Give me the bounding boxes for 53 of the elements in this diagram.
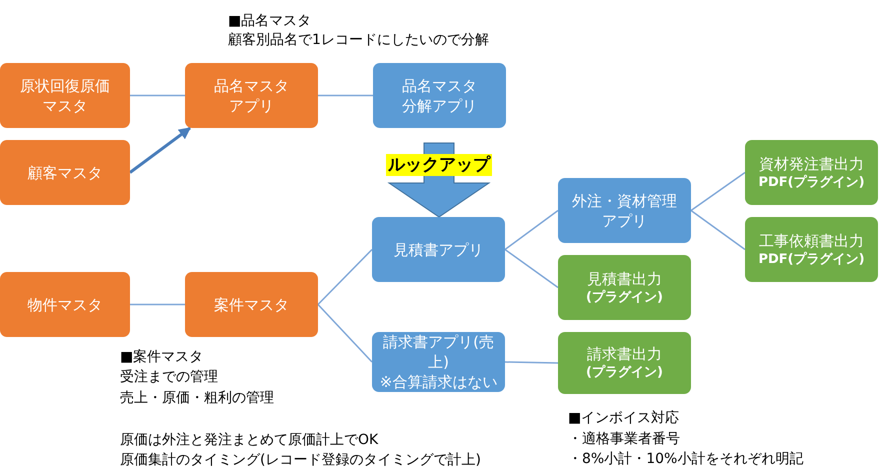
node-label: 請求書出力 (587, 344, 662, 364)
node-label: 外注・資材管理アプリ (572, 190, 677, 230)
output-box (558, 332, 691, 394)
output-box (745, 140, 878, 205)
node-label: PDF(プラグイン) (758, 250, 865, 268)
note-text: 受注までの管理 (120, 368, 218, 386)
node-label: 資材発注書出力 (759, 154, 864, 174)
connector-line (690, 172, 746, 212)
node-label: 品名マスタアプリ (214, 76, 289, 116)
node-label: 案件マスタ (214, 294, 289, 314)
note-text: 売上・原価・粗利の管理 (120, 389, 274, 407)
note-heading: ■案件マスタ (120, 348, 204, 366)
master-box (0, 140, 130, 205)
connector-line (504, 361, 558, 364)
output-box (745, 217, 878, 282)
node-label: 請求書アプリ(売上) (382, 332, 495, 372)
connector-line (690, 210, 746, 250)
note-text: 顧客別品名で1レコードにしたいので分解 (228, 31, 489, 49)
connector-line (130, 94, 185, 96)
output-box (558, 255, 691, 320)
connector-line (130, 304, 185, 306)
connector-line (504, 210, 558, 250)
note-text: 原価は外注と発注まとめて原価計上でOK (120, 431, 378, 449)
node-label: ※合算請求はない (380, 372, 498, 392)
app-box (372, 217, 505, 282)
note-text: ・適格事業者番号 (568, 430, 680, 448)
node-label: (プラグイン) (586, 288, 663, 306)
arrow (129, 126, 191, 174)
node-label: 品名マスタ分解アプリ (402, 76, 477, 116)
connector-line (318, 94, 373, 96)
node-label: 原状回復原価マスタ (20, 76, 110, 116)
master-box (185, 63, 318, 128)
master-box (0, 272, 130, 337)
app-box (558, 178, 691, 243)
node-label: (プラグイン) (586, 364, 663, 382)
edge-label: ルックアップ (386, 154, 492, 176)
node-label: 見積書アプリ (394, 240, 484, 260)
node-label: 工事依頼書出力 (759, 230, 864, 250)
note-heading: ■インボイス対応 (568, 409, 680, 427)
connector-line (504, 248, 558, 288)
connector-line (317, 248, 373, 306)
note-text: 原価集計のタイミング(レコード登録のタイミングで計上) (120, 451, 481, 469)
master-box (185, 272, 318, 337)
connector-line (317, 304, 373, 363)
node-label: PDF(プラグイン) (758, 174, 865, 192)
node-label: 顧客マスタ (28, 162, 102, 182)
app-box (373, 63, 506, 128)
note-text: ・8%小計・10%小計をそれぞれ明記 (568, 450, 804, 468)
app-box (372, 332, 505, 392)
node-label: 物件マスタ (28, 294, 102, 314)
note-heading: ■品名マスタ (228, 12, 312, 30)
master-box (0, 63, 130, 128)
node-label: 見積書出力 (587, 268, 662, 288)
